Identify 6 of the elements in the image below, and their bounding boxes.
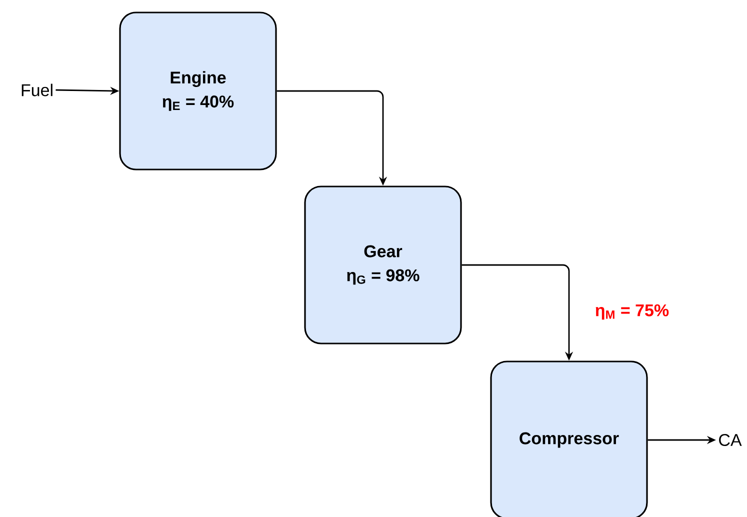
flow-label: Fuel — [22, 84, 52, 96]
edge-label: η$_{M}$ = 75% — [594, 303, 670, 321]
process-box: Engine η$_{E}$ = 40% — [119, 12, 277, 170]
process-box: Gear η$_{G}$ = 98% — [304, 186, 462, 344]
process-box: Compressor — [490, 360, 648, 517]
flow-label: CA — [719, 434, 742, 446]
